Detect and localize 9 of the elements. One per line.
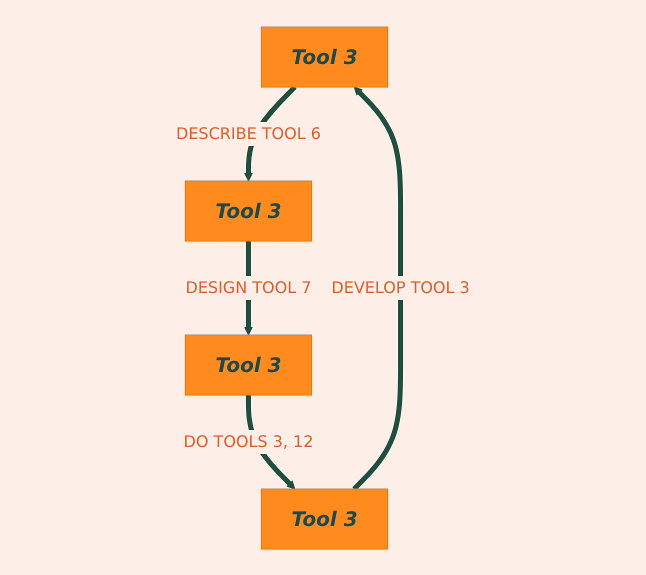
- node-box: Tool 3: [184, 180, 312, 241]
- edge-label: DEVELOP TOOL 3: [332, 278, 470, 296]
- edge-label: DESIGN TOOL 7: [186, 278, 312, 296]
- arrow: [352, 86, 404, 490]
- node-box: Tool 3: [261, 488, 388, 549]
- edge-label: DESCRIBE TOOL 6: [176, 124, 322, 142]
- node-box: Tool 3: [261, 26, 388, 87]
- node-box: Tool 3: [184, 334, 312, 395]
- edge-label: DO TOOLS 3, 12: [184, 432, 314, 450]
